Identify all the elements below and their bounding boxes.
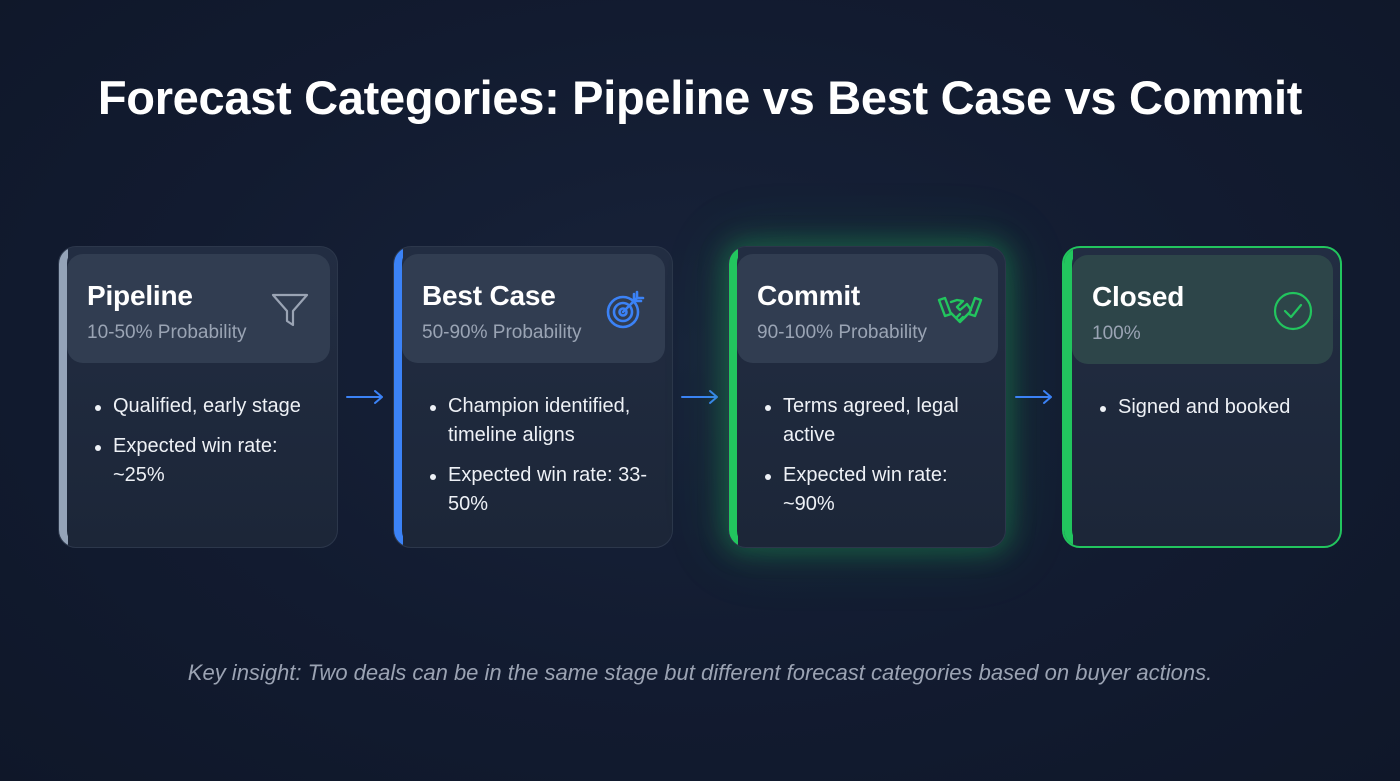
bullet-item: Qualified, early stage (93, 392, 323, 421)
bullet-item: Expected win rate: ~25% (93, 432, 323, 490)
target-icon (606, 290, 645, 329)
arrow-right-icon (346, 390, 383, 404)
bullet-item: Expected win rate: ~90% (763, 461, 991, 519)
accent-stripe (1064, 248, 1073, 546)
key-insight-note: Key insight: Two deals can be in the sam… (187, 660, 1213, 685)
arrow-right-icon (681, 390, 718, 404)
card-title: Commit (757, 280, 861, 311)
accent-stripe (59, 247, 68, 547)
card-bullets: Qualified, early stage Expected win rate… (93, 392, 323, 501)
card-title: Pipeline (87, 280, 193, 311)
card-bullets: Champion identified, timeline aligns Exp… (428, 392, 658, 530)
card-probability: 50-90% Probability (422, 322, 582, 343)
accent-stripe (729, 247, 738, 547)
card-best-case: Best Case 50-90% Probability Champion id… (393, 246, 673, 548)
bullet-item: Expected win rate: 33-50% (428, 461, 658, 519)
check-circle-icon (1273, 291, 1313, 331)
card-probability: 10-50% Probability (87, 322, 247, 343)
card-pipeline: Pipeline 10-50% Probability Qualified, e… (58, 246, 338, 548)
card-title: Best Case (422, 280, 556, 311)
card-commit: Commit 90-100% Probability Terms agreed,… (728, 246, 1006, 548)
card-title: Closed (1092, 281, 1185, 312)
card-header: Commit 90-100% Probability (737, 254, 998, 363)
accent-stripe (394, 247, 403, 547)
bullet-item: Signed and booked (1098, 393, 1326, 422)
funnel-icon (271, 293, 309, 327)
bullet-item: Terms agreed, legal active (763, 392, 991, 450)
page-title: Forecast Categories: Pipeline vs Best Ca… (97, 71, 1303, 124)
handshake-icon (937, 296, 983, 324)
arrow-right-icon (1015, 390, 1052, 404)
card-probability: 90-100% Probability (757, 322, 928, 343)
card-header: Best Case 50-90% Probability (402, 254, 665, 363)
card-probability: 100% (1092, 323, 1141, 344)
card-header: Closed 100% (1072, 255, 1333, 364)
card-bullets: Terms agreed, legal active Expected win … (763, 392, 991, 530)
card-header: Pipeline 10-50% Probability (67, 254, 330, 363)
bullet-item: Champion identified, timeline aligns (428, 392, 658, 450)
card-bullets: Signed and booked (1098, 393, 1326, 433)
card-closed: Closed 100% Signed and booked (1062, 246, 1342, 548)
